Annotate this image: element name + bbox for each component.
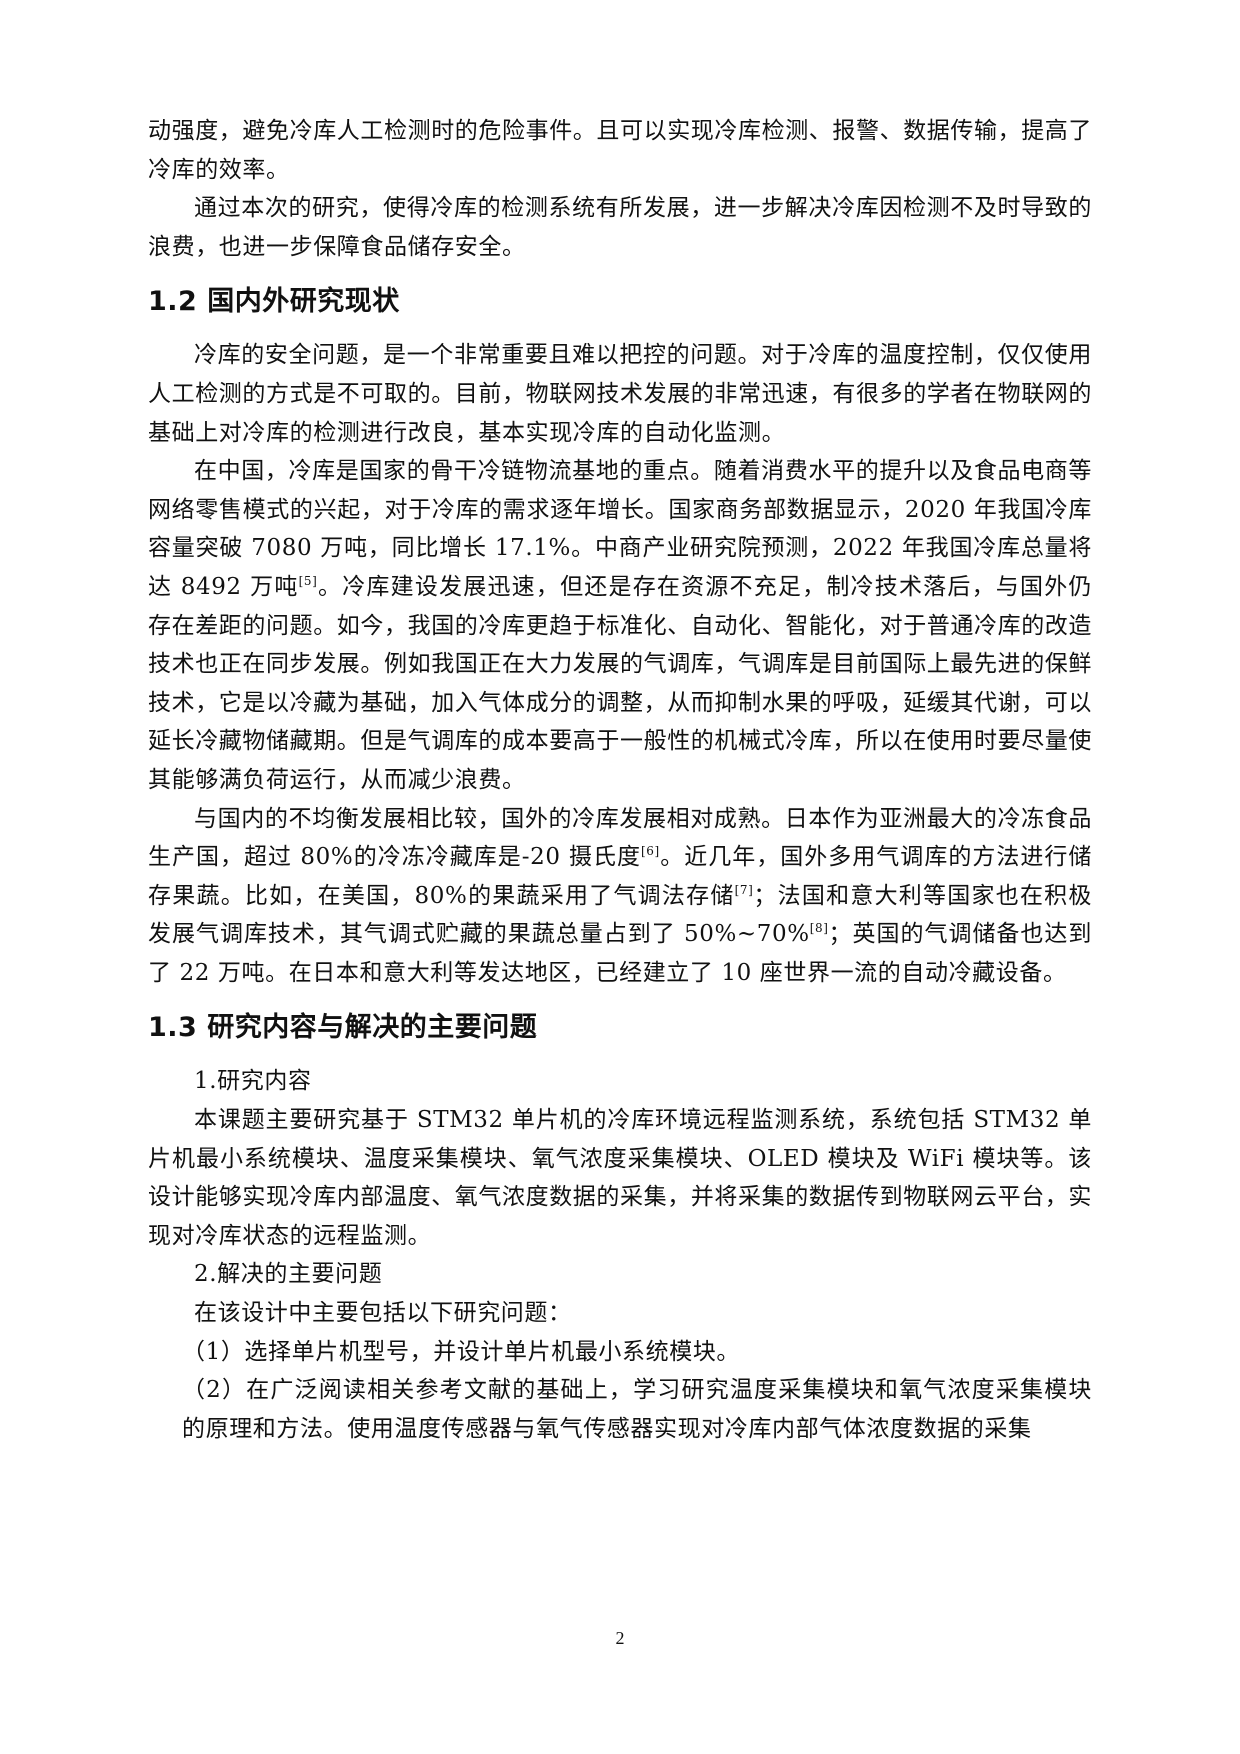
page-content: 动强度，避免冷库人工检测时的危险事件。且可以实现冷库检测、报警、数据传输，提高了… xyxy=(148,112,1092,1448)
citation-ref-7: [7] xyxy=(734,882,754,897)
paragraph-text: ；法国和意大利等国家也在积极发展气调库技术，其气调式贮藏的果蔬总量占到了 50%… xyxy=(148,882,1093,948)
citation-ref-6: [6] xyxy=(640,844,660,859)
section-1-2-paragraph-1: 冷库的安全问题，是一个非常重要且难以把控的问题。对于冷库的温度控制，仅仅使用人工… xyxy=(148,342,1092,446)
subsection-title-research-content: 1.研究内容 xyxy=(194,1068,312,1095)
citation-ref-5: [5] xyxy=(298,573,318,588)
paragraph-text: 在中国，冷库是国家的骨干冷链物流基地的重点。随着消费水平的提升以及食品电商等网络… xyxy=(148,458,1092,600)
main-problems-intro: 在该设计中主要包括以下研究问题： xyxy=(194,1300,572,1327)
paragraph-text: 。近几年，国外多用气调库的方法进行储存果蔬。比如，在美国，80%的果蔬采用了气调… xyxy=(148,844,1092,909)
research-content-paragraph: 本课题主要研究基于 STM32 单片机的冷库环境远程监测系统，系统包括 STM3… xyxy=(148,1107,1092,1249)
intro-summary-paragraph: 通过本次的研究，使得冷库的检测系统有所发展，进一步解决冷库因检测不及时导致的浪费… xyxy=(148,195,1092,260)
intro-continuation-paragraph: 动强度，避免冷库人工检测时的危险事件。且可以实现冷库检测、报警、数据传输，提高了… xyxy=(148,118,1092,183)
paragraph-text: 。冷库建设发展迅速，但还是存在资源不充足，制冷技术落后，与国外仍存在差距的问题。… xyxy=(148,573,1092,793)
page-number: 2 xyxy=(615,1628,625,1648)
citation-ref-8: [8] xyxy=(809,921,829,936)
section-1-2-paragraph-3: 与国内的不均衡发展相比较，国外的冷库发展相对成熟。日本作为亚洲最大的冷冻食品生产… xyxy=(148,800,1092,993)
subsection-title-main-problems: 2.解决的主要问题 xyxy=(194,1261,383,1288)
paragraph-text: 与国内的不均衡发展相比较，国外的冷库发展相对成熟。日本作为亚洲最大的冷冻食品生产… xyxy=(148,805,1092,871)
problem-item-2: （2）在广泛阅读相关参考文献的基础上，学习研究温度采集模块和氧气浓度采集模块的原… xyxy=(182,1377,1092,1442)
problem-item-1: （1）选择单片机型号，并设计单片机最小系统模块。 xyxy=(182,1338,741,1365)
paragraph-text: ；英国的气调储备也达到了 22 万吨。在日本和意大利等发达地区，已经建立了 10… xyxy=(148,921,1092,986)
section-1-2-paragraph-2: 在中国，冷库是国家的骨干冷链物流基地的重点。随着消费水平的提升以及食品电商等网络… xyxy=(148,452,1092,799)
section-heading-1-2: 1.2 国内外研究现状 xyxy=(148,286,400,318)
section-heading-1-3: 1.3 研究内容与解决的主要问题 xyxy=(148,1012,538,1044)
